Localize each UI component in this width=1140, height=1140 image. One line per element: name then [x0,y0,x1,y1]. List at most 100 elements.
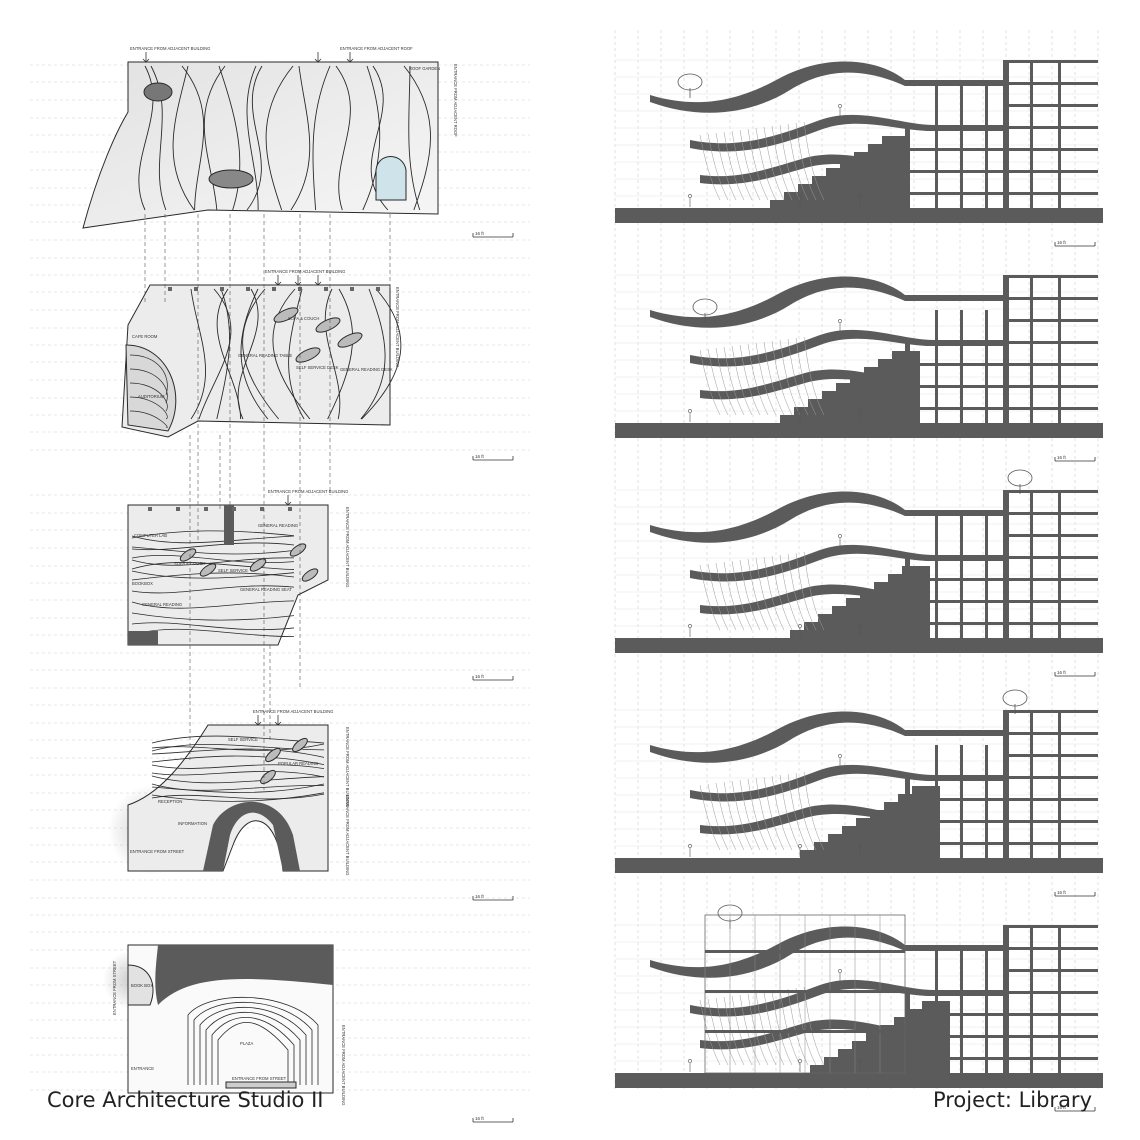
stair-step [870,810,940,818]
rib-line [787,553,809,631]
book-box [127,964,154,1006]
furniture-pod [179,548,197,562]
rib-line [731,130,753,201]
plaza-step [199,1007,307,1085]
frame-slab [1003,341,1098,344]
contour-line [246,65,259,211]
frame-slab [905,600,1005,603]
frame-slab [1003,710,1098,713]
frame-slab [1003,969,1098,972]
rib-line [763,776,785,851]
column [168,287,172,291]
plan-label: RECEPTION [158,799,182,804]
roof-opening [143,82,173,102]
frame-slab [1003,534,1098,537]
person-icon [688,844,692,848]
rib-line [731,345,753,416]
scale-bar-label: 16 ft [1057,1105,1067,1110]
rib-line [787,123,809,201]
frame-slab [905,148,1005,151]
plan-label: SELF SERVICE DESK [296,365,339,370]
plan-label: GENERAL READING DESK [340,367,393,372]
contour-line [131,542,295,551]
person-icon [798,409,802,413]
contour-line [151,775,325,784]
person-icon [838,969,842,973]
frame-slab [1003,1035,1098,1038]
project-title: Project: Library [932,1088,1092,1112]
furniture-pod [337,332,363,348]
column [204,507,208,511]
column [298,287,302,291]
frame-column [1030,490,1033,638]
floor-band [650,711,1003,763]
furniture-pod [273,307,299,323]
person-icon [858,624,862,628]
stair-step [770,200,910,208]
frame-slab [1003,578,1098,581]
rib-line [739,994,761,1066]
entrance-arrow-icon [284,495,292,506]
plan-label: ENTRANCE FROM ADJACENT BUILDING [395,287,400,367]
contour-line [131,554,295,564]
contour-line [181,65,205,211]
floor-band [650,491,1003,543]
plan-label: ENTRANCE FROM ADJACENT ROOF [340,46,413,51]
rib-line [707,998,729,1066]
person-icon [838,754,842,758]
frame-slab [905,820,1005,823]
plan-label: COMPUTER LAB [134,533,167,538]
contour-line [265,65,294,211]
solid-overhang [155,945,333,1005]
person-icon [858,1059,862,1063]
stair-step [878,359,920,367]
rib-line [723,996,745,1066]
rib-line [731,780,753,851]
rib-line [747,778,769,851]
frame-slab [1003,170,1098,173]
rib-line [723,561,745,631]
frame-slab [1003,820,1098,823]
rib-line [731,560,753,631]
furniture-pod [260,769,276,785]
plan-label: CAFE ROOM [132,334,158,339]
contour-line [360,288,386,420]
column [288,507,292,511]
frame-slab [905,1057,1005,1060]
stair-step [912,786,940,794]
frame-slab [1003,798,1098,801]
rib-line [795,552,817,631]
rib-line [787,773,809,851]
stair-step [832,606,930,614]
seat-row [129,396,168,420]
plan-label: ENTRANCE FROM ADJACENT BUILDING [341,1025,346,1105]
frame-column [1030,710,1033,858]
contour-line [151,792,325,802]
contour-line [290,65,311,211]
frame-column [960,85,963,208]
frame-slab [1003,60,1098,63]
stair-step [902,566,930,574]
frame-column [1058,60,1061,208]
floor-band [700,369,905,400]
frame-slab [1003,363,1098,366]
frame-column [1030,925,1033,1073]
floor-band [700,154,905,185]
floor-slab [705,1030,905,1033]
frame-slab [905,1035,1005,1038]
rib-line [763,556,785,631]
stair-step [798,184,910,192]
frame-slab [905,192,1005,195]
floor-band [690,329,1003,367]
stair-step [784,192,910,200]
frame-slab [1003,407,1098,410]
floor-slab [705,950,905,953]
rib-line [771,775,793,851]
rib-line [803,771,825,851]
rib-line [707,348,729,416]
rib-line [795,772,817,851]
ground-slab [615,208,1103,223]
